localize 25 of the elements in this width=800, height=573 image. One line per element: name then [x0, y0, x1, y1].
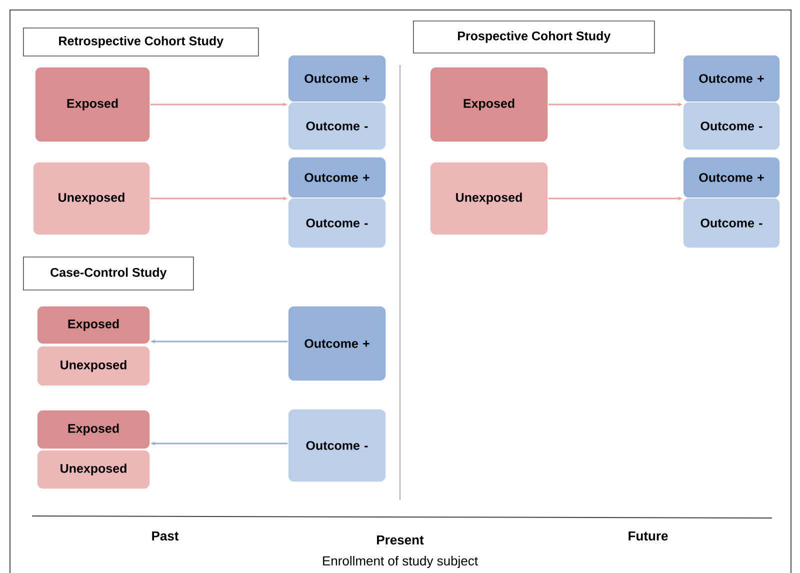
outcome-box: Outcome -	[288, 408, 386, 482]
outcome-box: Outcome +	[682, 54, 780, 102]
study-title-box: Retrospective Cohort Study	[23, 28, 259, 56]
axis-caption: Enrollment of study subject	[323, 556, 478, 568]
study-title-box: Case-Control Study	[23, 256, 194, 290]
outcome-box: Outcome +	[288, 306, 386, 382]
exposed-box: Exposed	[34, 66, 150, 142]
time-label: Past	[152, 531, 179, 541]
exposed-box: Exposed	[36, 306, 150, 344]
outcome-box: Outcome -	[288, 102, 386, 150]
outcome-box: Outcome +	[288, 156, 386, 198]
outcome-box: Outcome -	[682, 198, 780, 248]
study-title-box: Prospective Cohort Study	[413, 20, 655, 54]
time-label: Present	[377, 535, 424, 545]
outcome-box: Outcome +	[682, 156, 780, 198]
time-label: Future	[628, 531, 668, 541]
outcome-box: Outcome +	[288, 54, 386, 102]
exposed-box: Exposed	[430, 66, 548, 142]
unexposed-box: Unexposed	[36, 346, 150, 386]
unexposed-box: Unexposed	[430, 162, 548, 236]
outcome-box: Outcome -	[288, 198, 386, 248]
unexposed-box: Unexposed	[36, 450, 150, 490]
unexposed-box: Unexposed	[32, 162, 150, 236]
exposed-box: Exposed	[36, 410, 150, 450]
outcome-box: Outcome -	[682, 102, 780, 150]
